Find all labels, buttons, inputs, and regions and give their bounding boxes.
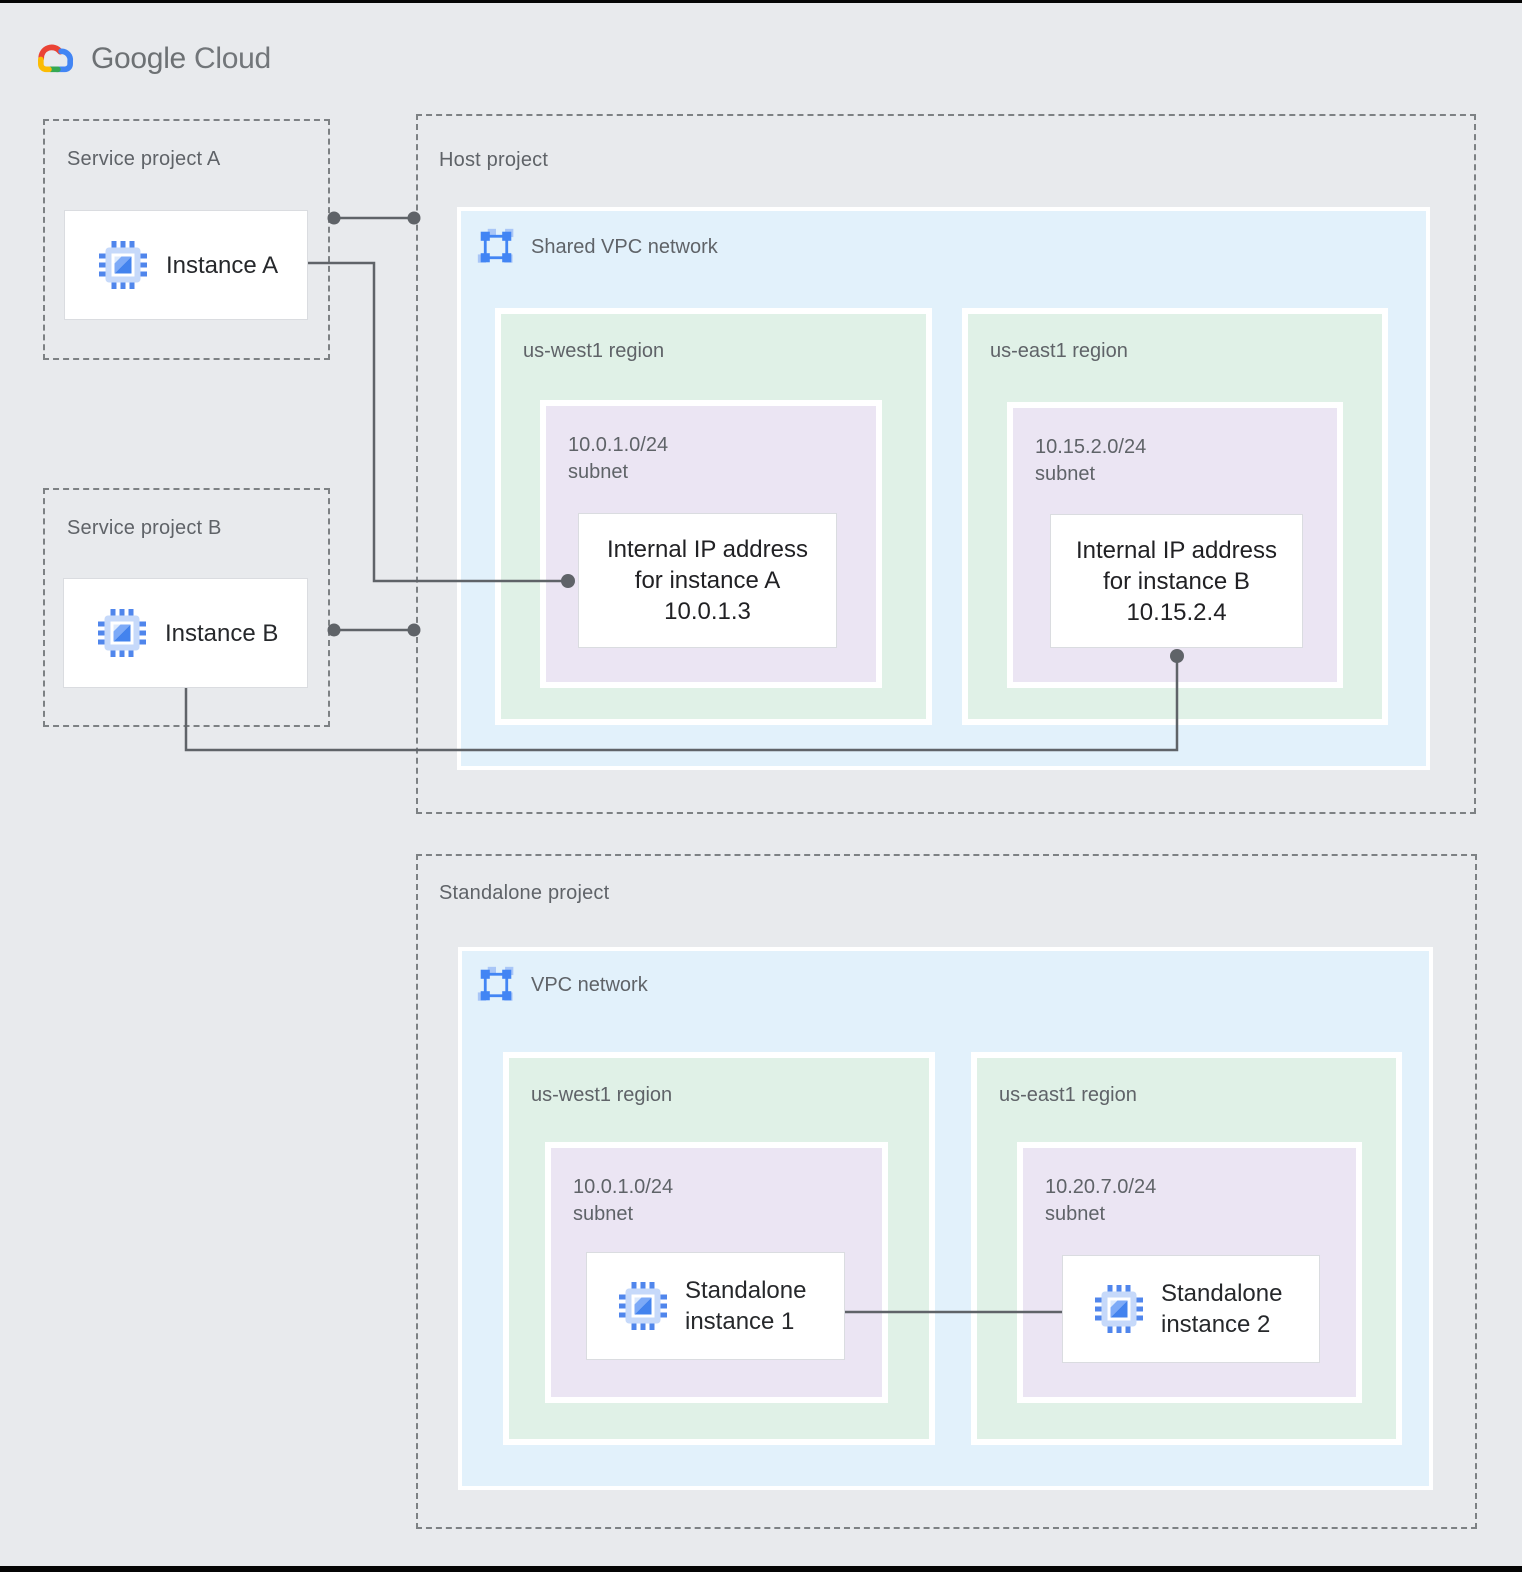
shared-vpc-network-header: Shared VPC network xyxy=(477,228,718,266)
google-cloud-wordmark: Google Cloud xyxy=(91,42,271,76)
standalone-instance-2-card: Standalone instance 2 xyxy=(1062,1255,1320,1363)
standalone-us-east1-region-label: us-east1 region xyxy=(999,1084,1137,1106)
bottom-edge-bar xyxy=(0,1566,1522,1572)
standalone-instance-1-line-1: Standalone xyxy=(685,1277,807,1304)
standalone-west-subnet-cidr: 10.0.1.0/24 xyxy=(573,1176,674,1198)
google-cloud-logo: Google Cloud xyxy=(32,40,271,78)
vpc-network-label: VPC network xyxy=(531,973,648,996)
standalone-east-subnet-word: subnet xyxy=(1045,1203,1106,1225)
standalone-project-box: Standalone project xyxy=(416,854,1477,1529)
google-cloud-icon xyxy=(32,40,79,78)
instance-b-label: Instance B xyxy=(165,619,279,647)
host-east-subnet-cidr: 10.15.2.0/24 xyxy=(1035,436,1147,458)
ip-a-line-3: 10.0.1.3 xyxy=(664,598,751,625)
host-west-subnet-cidr: 10.0.1.0/24 xyxy=(568,434,669,456)
service-project-a-box: Service project A xyxy=(43,119,330,360)
instance-a-label: Instance A xyxy=(166,251,279,279)
standalone-instance-1-label: Standalone instance 1 xyxy=(685,1275,806,1337)
host-west-subnet-word: subnet xyxy=(568,461,629,483)
shared-vpc-network-label: Shared VPC network xyxy=(531,235,718,258)
standalone-project-title: Standalone project xyxy=(439,882,610,904)
host-project-title: Host project xyxy=(439,149,549,171)
service-project-a-title: Service project A xyxy=(67,148,221,170)
standalone-instance-1-line-2: instance 1 xyxy=(685,1308,795,1335)
compute-engine-icon xyxy=(619,1282,667,1330)
standalone-instance-2-line-1: Standalone xyxy=(1161,1280,1283,1307)
ip-a-line-1: Internal IP address xyxy=(606,536,808,563)
top-edge-bar xyxy=(0,0,1522,3)
compute-engine-icon xyxy=(1095,1285,1143,1333)
standalone-us-west1-region-label: us-west1 region xyxy=(531,1084,673,1106)
standalone-east-subnet-cidr: 10.20.7.0/24 xyxy=(1045,1176,1157,1198)
instance-b-card: Instance B xyxy=(63,578,308,688)
instance-a-card: Instance A xyxy=(64,210,308,320)
ip-b-line-3: 10.15.2.4 xyxy=(1126,598,1227,626)
host-us-east1-region-label: us-east1 region xyxy=(990,340,1128,362)
host-us-west1-region-label: us-west1 region xyxy=(523,340,665,362)
internal-ip-instance-a-card: Internal IP address for instance A 10.0.… xyxy=(578,513,837,648)
ip-a-line-2: for instance A xyxy=(634,567,781,594)
service-project-b-title: Service project B xyxy=(67,517,222,539)
compute-engine-icon xyxy=(98,609,146,657)
vpc-network-icon xyxy=(477,228,515,265)
ip-b-line-2: for instance B xyxy=(1103,567,1250,595)
compute-engine-icon xyxy=(99,241,147,289)
standalone-west-subnet-word: subnet xyxy=(573,1203,634,1225)
ip-b-line-1: Internal IP address xyxy=(1075,536,1277,564)
internal-ip-instance-b-card: Internal IP address for instance B 10.15… xyxy=(1050,514,1303,648)
brand-cloud: Cloud xyxy=(194,42,271,75)
vpc-network-header: VPC network xyxy=(477,966,648,1004)
brand-google: Google xyxy=(91,42,186,75)
vpc-network-icon xyxy=(477,966,515,1003)
standalone-instance-1-card: Standalone instance 1 xyxy=(586,1252,845,1360)
standalone-instance-2-line-2: instance 2 xyxy=(1161,1311,1271,1338)
standalone-instance-2-label: Standalone instance 2 xyxy=(1161,1278,1282,1340)
host-east-subnet-word: subnet xyxy=(1035,463,1096,485)
